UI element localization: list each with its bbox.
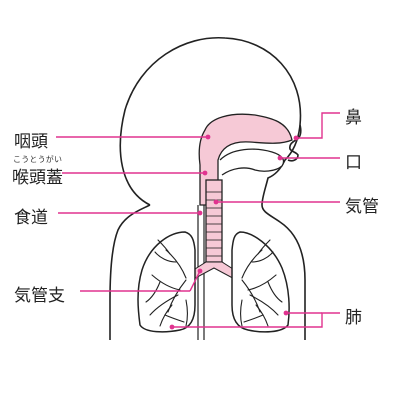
label-epiglottis-reading: こうとうがい <box>13 155 63 164</box>
tongue <box>219 148 285 176</box>
label-pharynx: 咽頭 <box>14 132 48 152</box>
leader-dots <box>169 134 299 330</box>
leader-lines <box>56 112 340 328</box>
nasal-cavity <box>198 113 293 206</box>
right-lung <box>231 231 290 333</box>
label-bronchus: 気管支 <box>14 286 65 306</box>
label-lung: 肺 <box>345 308 362 328</box>
body-outline <box>109 37 306 340</box>
left-lung <box>137 231 196 333</box>
label-epiglottis: 喉頭蓋 <box>12 168 63 188</box>
label-nose: 鼻 <box>345 108 362 128</box>
label-mouth: 口 <box>345 153 362 173</box>
trachea-rings <box>206 191 222 257</box>
label-esophagus: 食道 <box>14 208 48 228</box>
bronchial-tree <box>145 239 283 327</box>
label-trachea: 気管 <box>345 197 379 217</box>
